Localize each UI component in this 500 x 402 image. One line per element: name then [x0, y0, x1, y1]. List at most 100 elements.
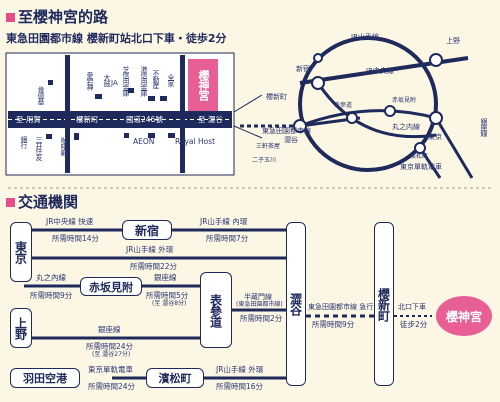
route-time-label: 所需時間24分 [88, 382, 136, 391]
ginza-line-east [434, 117, 474, 179]
route-line-label: 東京單軌電車 [88, 365, 133, 374]
place-label: 全家 [167, 74, 175, 86]
route-time-label: 所需時間22分 [130, 262, 178, 271]
place-label: 大鼓 [103, 74, 111, 86]
callout-line [233, 94, 263, 113]
station-omotesando: 表參道 [200, 272, 232, 348]
place-label: AEON [133, 137, 155, 146]
line-label-yamanote: JR山手線 [351, 33, 379, 41]
marunouchi-line [316, 82, 437, 139]
place-label: 芝信用金庫 [122, 66, 130, 96]
station-hamamatsucho: 濱松町 [146, 368, 204, 388]
route-line-label: 丸之內線 [36, 273, 66, 282]
line-label-denentoshi: 東急田園都市線 [262, 127, 311, 135]
route-note-label: (至 澀谷8分) [152, 300, 187, 307]
rail-station-futakotamagawa: 二子玉川 [252, 157, 277, 164]
station-omotesando-marker [346, 112, 358, 124]
route-note-label: (東急田園都市線) [236, 301, 283, 308]
poi-marker [148, 96, 155, 101]
station-haneda-airport: 羽田空港 [10, 368, 80, 388]
route-time-label: 所需時間16分 [216, 382, 264, 391]
route-line-label: JR山手線 外環 [216, 365, 264, 374]
station-hamamatsucho-marker [414, 142, 426, 154]
station-akasaka-mitsuke: 赤坂見附 [80, 277, 142, 296]
route-line-label: 銀座線 [154, 273, 177, 282]
rail-station-akasaka: 赤坂見附 [392, 97, 417, 104]
route-time-label: 所需時間9分 [30, 291, 73, 300]
station-ueno-marker [429, 53, 443, 67]
station-shibuya: 澀谷 [286, 222, 306, 386]
route-line-label: JR中央線 快速 [46, 217, 94, 226]
yamanote-line [298, 36, 438, 172]
poi-marker [124, 133, 129, 138]
station-sakurashinmachi: 櫻新町 [374, 222, 394, 386]
route-time-label: 所需時間24分 [86, 342, 134, 351]
station-ueno: 上野 [10, 308, 32, 348]
place-label: 三井住友 [35, 136, 43, 160]
rail-station-shibuya: 澀谷 [284, 136, 298, 144]
line-label-ginza: 銀座線 [480, 118, 488, 136]
poi-marker [128, 88, 134, 93]
street-label-route246: 國道246號 [126, 115, 163, 124]
line-label-chuo: JR中央線 [366, 67, 394, 75]
station-akasaka-marker [384, 105, 396, 117]
poi-marker [148, 133, 155, 138]
poi-marker [168, 133, 175, 138]
rail-station-sangenjaya: 三軒茶屋 [256, 143, 281, 150]
destination-shrine: 櫻神宮 [436, 296, 492, 336]
poi-marker [74, 133, 79, 140]
callout-line [233, 125, 263, 139]
route-line-label: JR山手線 內環 [200, 217, 248, 226]
street-label-yoga: 至 用賀 [16, 115, 41, 124]
poi-marker [46, 134, 52, 139]
rail-station-omotesando: 表參道 [334, 102, 353, 109]
section2-bullet [6, 198, 15, 207]
place-label: 肯德基 [37, 86, 45, 104]
side-street-east [180, 55, 185, 173]
route-time-label: 所需時間2分 [240, 314, 283, 323]
route-time-label: 所需時間14分 [52, 234, 100, 243]
shrine-marker: 櫻神宮 [188, 59, 218, 111]
line-label-monorail: 東京單軌電車 [400, 163, 442, 171]
section1-bullet [6, 13, 15, 22]
poi-marker [95, 94, 102, 99]
rail-station-shinjuku: 新宿 [296, 65, 310, 73]
place-label: JA [111, 79, 118, 87]
place-label: 愛宕神 [86, 72, 94, 90]
place-label: 咖啡廳 [60, 137, 68, 155]
place-label: Royal Host [175, 137, 216, 146]
side-street [65, 55, 70, 173]
station-marker [313, 53, 323, 63]
route-line-label: 北口下車 [398, 303, 426, 311]
route-time-label: 徒步2分 [400, 320, 428, 329]
route-time-label: 所需時間9分 [312, 320, 355, 329]
ginza-line [299, 109, 437, 128]
street-label-shibuya: 至 澀谷 [198, 115, 223, 124]
monorail-line [418, 147, 442, 179]
route-line-label: 半蔵門線 [244, 293, 272, 301]
rail-station-ueno: 上野 [446, 37, 460, 45]
route-time-label: 所需時間5分 [146, 291, 189, 300]
station-tokyo: 東京 [10, 222, 32, 282]
poi-kfc-marker [48, 80, 53, 85]
station-shinjuku-marker [311, 76, 325, 90]
station-shibuya-marker [293, 119, 307, 133]
section1-subtitle: 東急田園都市線 櫻新町站北口下車・徒歩2分 [6, 32, 227, 45]
station-tokyo-marker [429, 111, 443, 125]
station-shinjuku: 新宿 [122, 220, 172, 240]
place-label: 不動産 [152, 70, 160, 88]
poi-marker [160, 96, 167, 101]
rail-station-hamamatsucho: 濱松町 [410, 153, 429, 160]
route-line-label: 銀座線 [98, 325, 121, 334]
section1-title: 至櫻神宮的路 [18, 8, 109, 26]
place-label: 銀行 [20, 136, 28, 148]
section2-title: 交通機関 [18, 193, 79, 211]
street-label-sakurashinmachi: 櫻新町 [76, 115, 99, 124]
route-line-label: 東急田園都市線 急行 [308, 303, 374, 311]
route-line-label: JR山手線 外環 [126, 245, 174, 254]
rail-station-tokyo: 東京 [428, 133, 442, 141]
line-label-marunouchi: 丸之内線 [392, 123, 420, 131]
place-label: 港信用金庫 [140, 66, 148, 96]
rail-station-sakurashinmachi: 櫻新町 [266, 93, 287, 101]
